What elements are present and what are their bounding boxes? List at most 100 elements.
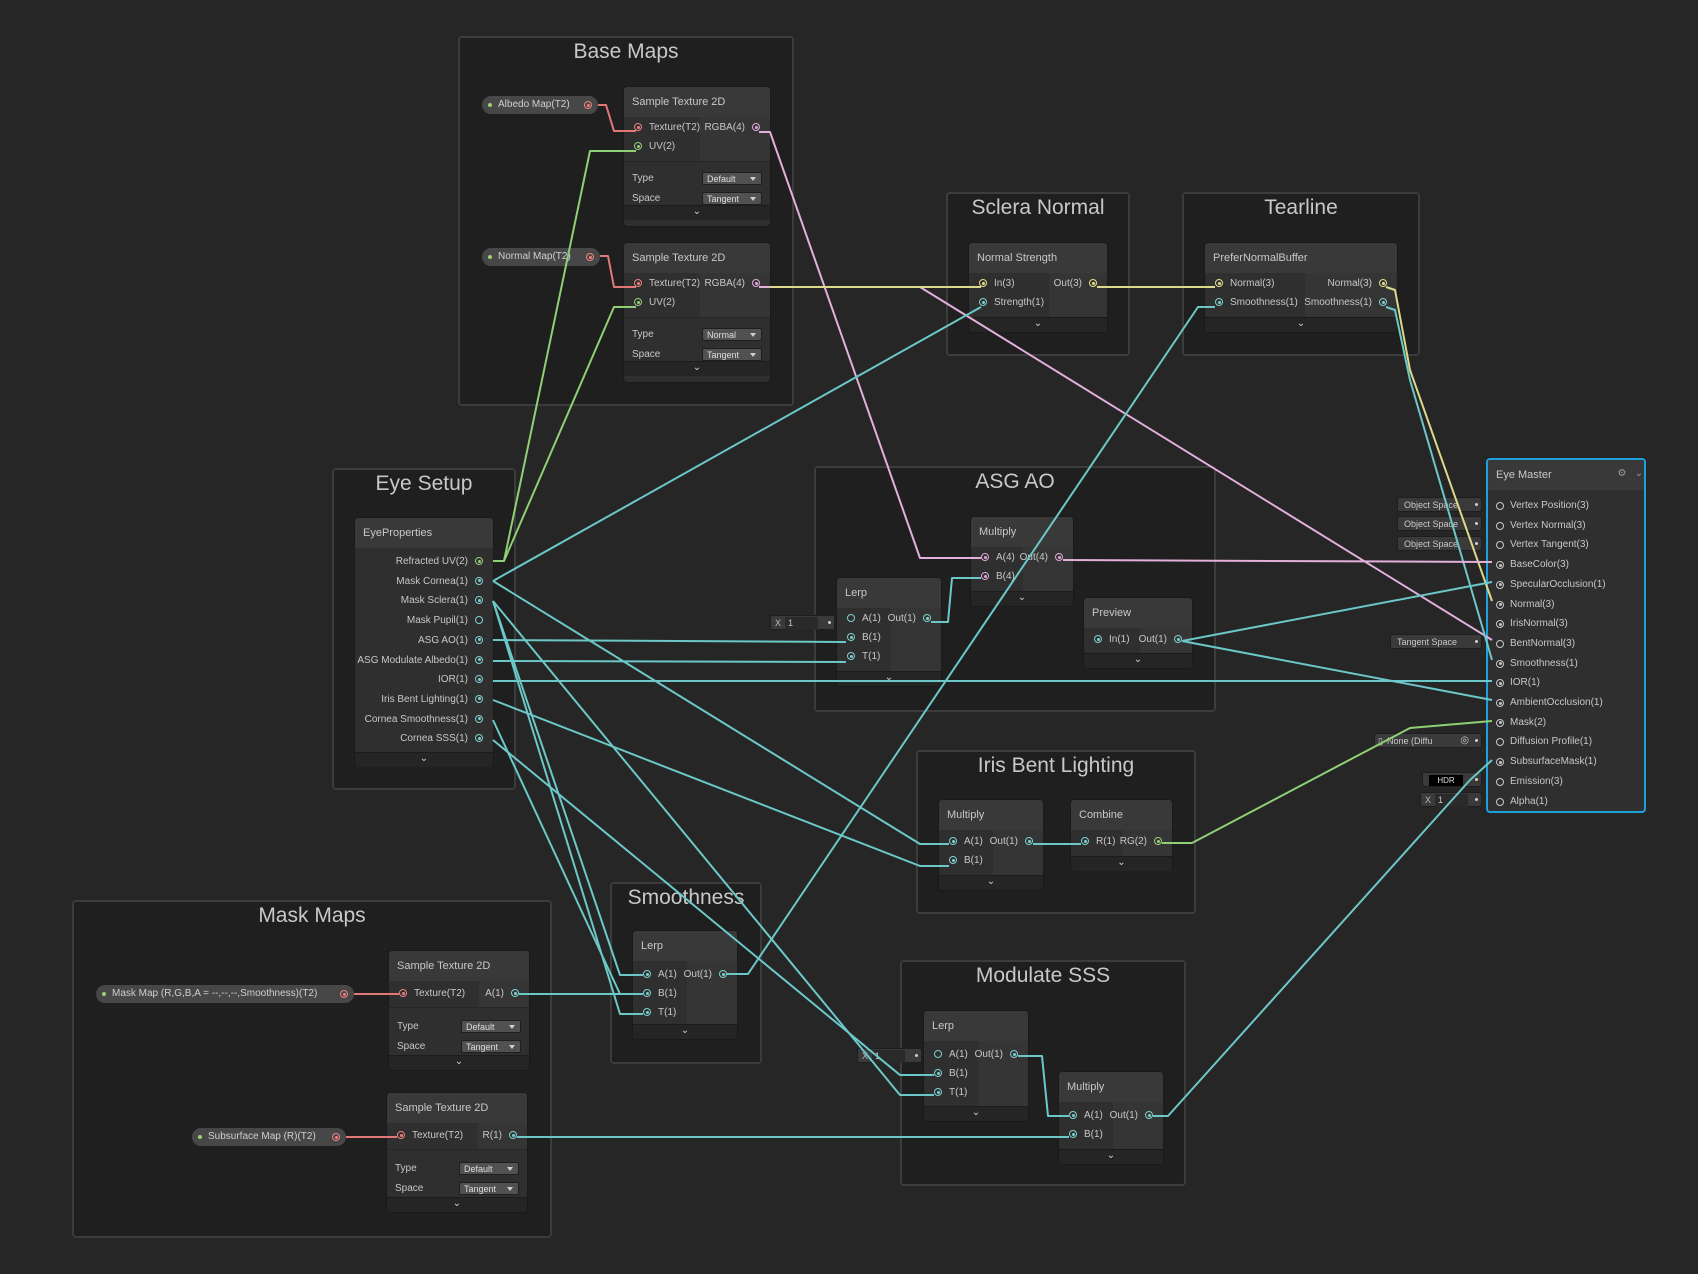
expand-node-button[interactable]: ⌄ xyxy=(837,671,941,686)
a-input-port[interactable]: A(1) xyxy=(934,1046,968,1064)
out-output-port[interactable]: Out(1) xyxy=(975,1046,1018,1064)
albedo-map-property[interactable]: Albedo Map(T2) xyxy=(482,96,598,114)
mask-cornea-output-port[interactable]: Mask Cornea(1) xyxy=(396,573,483,591)
type-dropdown[interactable]: Normal xyxy=(702,327,762,341)
a-input-port[interactable]: A(1) xyxy=(949,833,983,851)
vertex-position-space-field[interactable]: Object Space xyxy=(1397,497,1482,512)
b-input-port[interactable]: B(1) xyxy=(934,1065,968,1083)
eye-properties-node[interactable]: EyeProperties Refracted UV(2) Mask Corne… xyxy=(355,518,493,767)
out-output-port[interactable]: Out(1) xyxy=(888,610,931,628)
b-input-port[interactable]: B(1) xyxy=(1069,1126,1103,1144)
expand-node-button[interactable]: ⌄ xyxy=(969,317,1107,332)
asg-ao-b-wire[interactable] xyxy=(492,639,847,643)
iris-bent-wire[interactable] xyxy=(492,699,949,867)
expand-node-button[interactable]: ⌄ xyxy=(387,1197,527,1212)
mask-port[interactable]: Mask(2) xyxy=(1496,714,1546,732)
space-dropdown[interactable]: Tangent xyxy=(459,1181,519,1195)
texture-port-icon[interactable] xyxy=(586,253,594,261)
refracted-uv-output-port[interactable]: Refracted UV(2) xyxy=(396,553,483,571)
type-dropdown[interactable]: Default xyxy=(702,171,762,185)
tearline-smooth-wire[interactable] xyxy=(1385,306,1493,661)
out-output-port[interactable]: Out(1) xyxy=(1139,631,1182,649)
t-input-port[interactable]: T(1) xyxy=(643,1004,676,1022)
a-input-port[interactable]: A(1) xyxy=(643,966,677,984)
emission-color-field[interactable]: HDR xyxy=(1422,772,1482,787)
asg-lerp-node[interactable]: Lerp A(1) B(1) T(1) Out(1) ⌄ xyxy=(837,578,941,686)
b-input-port[interactable]: B(1) xyxy=(847,629,881,647)
uv-input-port[interactable]: UV(2) xyxy=(634,138,675,156)
hdr-swatch[interactable]: HDR xyxy=(1429,775,1463,786)
texture-input-port[interactable]: Texture(T2) xyxy=(397,1127,463,1145)
texture-port-icon[interactable] xyxy=(584,101,592,109)
ior-output-port[interactable]: IOR(1) xyxy=(438,671,483,689)
combine-node[interactable]: Combine R(1) RG(2) ⌄ xyxy=(1071,800,1172,871)
out-output-port[interactable]: Out(4) xyxy=(1020,549,1063,567)
cornea-smoothness-output-port[interactable]: Cornea Smoothness(1) xyxy=(365,711,483,729)
rgba-output-port[interactable]: RGBA(4) xyxy=(704,275,760,293)
preview-out-so-wire[interactable] xyxy=(1181,581,1493,642)
texture-port-icon[interactable] xyxy=(340,990,348,998)
a-output-port[interactable]: A(1) xyxy=(485,985,519,1003)
a-input-port[interactable]: A(1) xyxy=(847,610,881,628)
sss-multiply-node[interactable]: Multiply A(1) B(1) Out(1) ⌄ xyxy=(1059,1072,1163,1164)
sample-texture-2d-albedo-node[interactable]: Sample Texture 2D Texture(T2) UV(2) RGBA… xyxy=(624,87,770,226)
mask-pupil-output-port[interactable]: Mask Pupil(1) xyxy=(407,612,483,630)
gear-icon[interactable]: ⚙ xyxy=(1617,468,1627,479)
prefer-normal-buffer-node[interactable]: PreferNormalBuffer Normal(3) Smoothness(… xyxy=(1205,243,1397,332)
sample-texture-2d-normal-node[interactable]: Sample Texture 2D Texture(T2) UV(2) RGBA… xyxy=(624,243,770,382)
alpha-port[interactable]: Alpha(1) xyxy=(1496,793,1548,811)
expand-node-button[interactable]: ⌄ xyxy=(1071,856,1172,871)
t-input-port[interactable]: T(1) xyxy=(847,648,880,666)
expand-node-button[interactable]: ⌄ xyxy=(389,1055,529,1070)
asg-modulate-albedo-output-port[interactable]: ASG Modulate Albedo(1) xyxy=(357,652,483,670)
space-dropdown[interactable]: Tangent xyxy=(702,347,762,361)
type-dropdown[interactable]: Default xyxy=(461,1019,521,1033)
in-input-port[interactable]: In(3) xyxy=(979,275,1015,293)
asg-mod-t-wire[interactable] xyxy=(492,660,847,663)
type-dropdown[interactable]: Default xyxy=(459,1161,519,1175)
expand-node-button[interactable]: ⌄ xyxy=(1059,1149,1163,1164)
space-dropdown[interactable]: Tangent xyxy=(702,191,762,205)
rgba-output-port[interactable]: RGBA(4) xyxy=(704,119,760,137)
texture-input-port[interactable]: Texture(T2) xyxy=(634,275,700,293)
t-input-port[interactable]: T(1) xyxy=(934,1084,967,1102)
specular-occlusion-port[interactable]: SpecularOcclusion(1) xyxy=(1496,576,1606,594)
b-input-port[interactable]: B(1) xyxy=(643,985,677,1003)
texture-input-port[interactable]: Texture(T2) xyxy=(399,985,465,1003)
out-output-port[interactable]: Out(1) xyxy=(1110,1107,1153,1125)
target-icon[interactable]: ◎ xyxy=(1460,735,1469,746)
out-output-port[interactable]: Out(1) xyxy=(684,966,727,984)
expand-node-button[interactable]: ⌄ xyxy=(1205,317,1397,332)
b-input-port[interactable]: B(4) xyxy=(981,568,1015,586)
vertex-position-port[interactable]: Vertex Position(3) xyxy=(1496,497,1589,515)
expand-node-button[interactable]: ⌄ xyxy=(971,591,1073,606)
smoothness-lerp-node[interactable]: Lerp A(1) B(1) T(1) Out(1) ⌄ xyxy=(633,931,737,1039)
sss-multiply-out-wire[interactable] xyxy=(1153,759,1493,1117)
value-input[interactable]: 1 xyxy=(1435,794,1468,807)
texture-port-icon[interactable] xyxy=(332,1133,340,1141)
diffusion-profile-port[interactable]: Diffusion Profile(1) xyxy=(1496,733,1592,751)
normal-map-property[interactable]: Normal Map(T2) xyxy=(482,248,600,266)
vertex-normal-space-field[interactable]: Object Space xyxy=(1397,516,1482,531)
smoothness-output-port[interactable]: Smoothness(1) xyxy=(1304,294,1387,312)
emission-port[interactable]: Emission(3) xyxy=(1496,773,1563,791)
ior-port[interactable]: IOR(1) xyxy=(1496,674,1540,692)
preview-out-ao-wire[interactable] xyxy=(1181,640,1493,701)
strength-input-port[interactable]: Strength(1) xyxy=(979,294,1044,312)
space-dropdown[interactable]: Tangent xyxy=(461,1039,521,1053)
ambient-occlusion-port[interactable]: AmbientOcclusion(1) xyxy=(1496,694,1603,712)
expand-node-button[interactable]: ⌄ xyxy=(633,1024,737,1039)
iris-normal-port[interactable]: IrisNormal(3) xyxy=(1496,615,1568,633)
asg-ao-output-port[interactable]: ASG AO(1) xyxy=(418,632,483,650)
r-output-port[interactable]: R(1) xyxy=(483,1127,517,1145)
normal-input-port[interactable]: Normal(3) xyxy=(1215,275,1274,293)
base-color-port[interactable]: BaseColor(3) xyxy=(1496,556,1569,574)
rg-output-port[interactable]: RG(2) xyxy=(1120,833,1162,851)
normal-strength-node[interactable]: Normal Strength In(3) Strength(1) Out(3)… xyxy=(969,243,1107,332)
vertex-tangent-port[interactable]: Vertex Tangent(3) xyxy=(1496,536,1589,554)
mask-map-property[interactable]: Mask Map (R,G,B,A = --,--,--,Smoothness)… xyxy=(96,985,354,1003)
smoothness-port[interactable]: Smoothness(1) xyxy=(1496,655,1578,673)
